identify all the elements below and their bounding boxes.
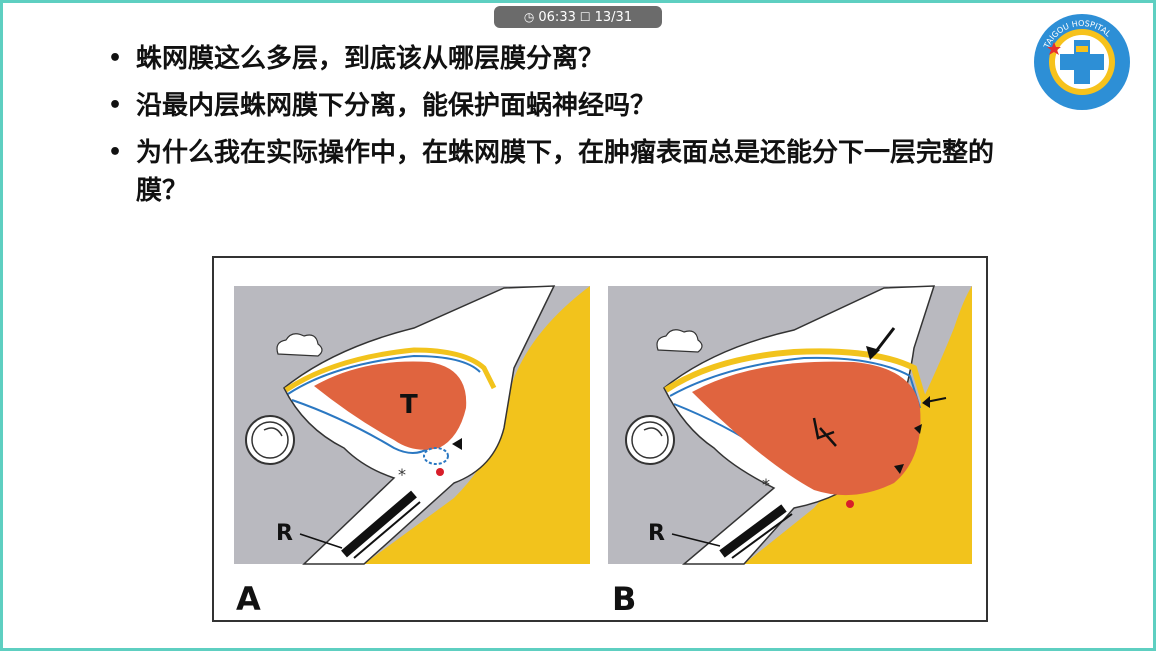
anatomy-figure: T * R A	[212, 256, 988, 622]
bullet-text: 为什么我在实际操作中，在蛛网膜下，在肿瘤表面总是还能分下一层完整的膜？	[136, 138, 995, 206]
bullet-dot: •	[108, 46, 123, 71]
panel-a-label: A	[236, 580, 261, 618]
tumor-shape	[692, 361, 921, 496]
status-bar: ◷ 06:33 ☐ 13/31	[494, 6, 662, 28]
asterisk-label-b: *	[762, 475, 770, 494]
panel-a: T * R A	[234, 285, 590, 618]
panel-b: * R B	[608, 285, 972, 618]
bullet-list: • 蛛网膜这么多层，到底该从哪层膜分离？ • 沿最内层蛛网膜下分离，能保护面蜗神…	[108, 40, 1038, 219]
tumor-label: T	[400, 390, 418, 420]
list-item: • 为什么我在实际操作中，在蛛网膜下，在肿瘤表面总是还能分下一层完整的膜？	[108, 134, 1038, 210]
star-icon	[1047, 42, 1061, 55]
bullet-text: 蛛网膜这么多层，到底该从哪层膜分离？	[136, 44, 605, 74]
list-item: • 蛛网膜这么多层，到底该从哪层膜分离？	[108, 40, 1038, 78]
status-page: 13/31	[594, 9, 633, 25]
bullet-text: 沿最内层蛛网膜下分离，能保护面蜗神经吗？	[136, 91, 657, 121]
asterisk-label-a: *	[398, 465, 406, 484]
bullet-dot: •	[108, 140, 123, 165]
hospital-logo: TAIGOU HOSPITAL	[1034, 14, 1130, 110]
list-item: • 沿最内层蛛网膜下分离，能保护面蜗神经吗？	[108, 87, 1038, 125]
retractor-label-b: R	[648, 521, 665, 546]
page-icon: ☐	[579, 10, 591, 24]
retractor-label-a: R	[276, 521, 293, 546]
bullet-dot: •	[108, 93, 123, 118]
status-time: 06:33	[538, 9, 576, 25]
tumor-shape	[314, 361, 467, 450]
clock-icon: ◷	[523, 10, 535, 24]
panel-b-label: B	[612, 580, 636, 618]
